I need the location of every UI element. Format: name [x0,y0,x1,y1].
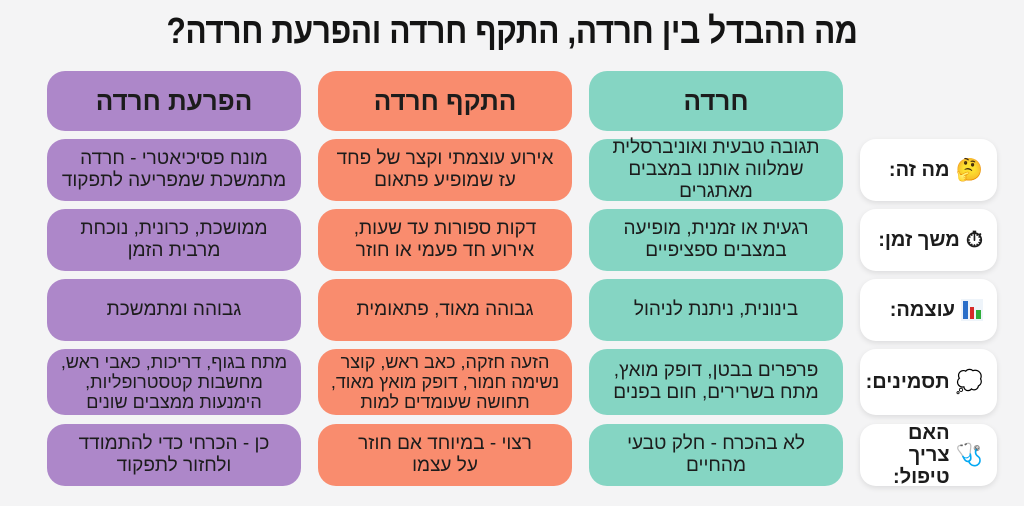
cell-text: פרפרים בבטן, דופק מואץ, מתח בשרירים, חום… [613,360,819,403]
anxiety-intensity: בינונית, ניתנת לניהול [589,279,843,341]
cell-text: גבוהה מאוד, פתאומית [356,299,534,320]
row-label-text: תסמינים: [865,371,950,393]
header-anxiety: חרדה [589,71,843,131]
cell-text: מתח בגוף, דריכות, כאבי ראש, מחשבות קטסטר… [60,352,288,412]
page-title: מה ההבדל בין חרדה, התקף חרדה והפרעת חרדה… [166,10,858,51]
cell-text: גבוהה ומתמשכת [106,299,242,320]
panic-attack-intensity: גבוהה מאוד, פתאומית [318,279,572,341]
row-label-intensity: עוצמה: [860,279,997,341]
panic-attack-what-is-it: אירוע עוצמתי וקצר של פחד עז שמופיע פתאום [318,139,572,201]
anxiety-what-is-it: תגובה טבעית ואוניברסלית שמלווה אותנו במצ… [589,137,843,202]
cell-text: הזעה חזקה, כאב ראש, קוצר נשימה חמור, דופ… [330,352,560,412]
panic-attack-treatment: רצוי - במיוחד אם חוזר על עצמו [318,424,572,486]
row-label-symptoms: 💭 תסמינים: [860,349,997,415]
anxiety-disorder-treatment: כן - הכרחי כדי להתמודד ולחזור לתפקוד [47,424,301,486]
cell-text: ממושכת, כרונית, נוכחת מרבית הזמן [80,218,268,261]
bar-chart-icon [961,299,983,321]
anxiety-treatment: לא בהכרח - חלק טבעי מהחיים [589,424,843,486]
thought-bubble-icon: 💭 [955,369,983,394]
header-anxiety-disorder-label: הפרעת חרדה [95,86,253,116]
anxiety-symptoms: פרפרים בבטן, דופק מואץ, מתח בשרירים, חום… [589,349,843,415]
cell-text: תגובה טבעית ואוניברסלית שמלווה אותנו במצ… [612,137,820,202]
cell-text: מונח פסיכיאטרי - חרדה מתמשכת שמפריעה לתפ… [61,148,287,191]
anxiety-duration: רגעית או זמנית, מופיעה במצבים ספציפיים [589,209,843,271]
header-anxiety-disorder: הפרעת חרדה [47,71,301,131]
thinking-face-icon: 🤔 [955,157,983,182]
row-label-treatment: 🩺 האם צריך טיפול: [860,422,997,488]
cell-text: לא בהכרח - חלק טבעי מהחיים [627,433,805,476]
cell-text: בינונית, ניתנת לניהול [633,299,799,320]
header-panic-attack-label: התקף חרדה [373,86,517,116]
row-label-text: משך זמן: [878,229,960,251]
cell-text: דקות ספורות עד שעות, אירוע חד פעמי או חו… [353,218,537,261]
stopwatch-icon: ⏱ [965,227,983,252]
cell-text: אירוע עוצמתי וקצר של פחד עז שמופיע פתאום [336,148,554,191]
row-label-text: מה זה: [888,159,950,181]
cell-text: רגעית או זמנית, מופיעה במצבים ספציפיים [623,218,809,261]
row-label-text: האם צריך טיפול: [893,422,950,488]
panic-attack-duration: דקות ספורות עד שעות, אירוע חד פעמי או חו… [318,209,572,271]
stethoscope-icon: 🩺 [955,442,983,467]
row-label-what-is-it: 🤔 מה זה: [860,139,997,201]
anxiety-disorder-duration: ממושכת, כרונית, נוכחת מרבית הזמן [47,209,301,271]
row-label-duration: ⏱ משך זמן: [860,209,997,271]
cell-text: רצוי - במיוחד אם חוזר על עצמו [358,433,532,476]
anxiety-disorder-what-is-it: מונח פסיכיאטרי - חרדה מתמשכת שמפריעה לתפ… [47,139,301,201]
anxiety-disorder-symptoms: מתח בגוף, דריכות, כאבי ראש, מחשבות קטסטר… [47,349,301,415]
anxiety-disorder-intensity: גבוהה ומתמשכת [47,279,301,341]
header-anxiety-label: חרדה [683,86,749,116]
row-label-text: עוצמה: [889,299,955,321]
panic-attack-symptoms: הזעה חזקה, כאב ראש, קוצר נשימה חמור, דופ… [318,349,572,415]
header-panic-attack: התקף חרדה [318,71,572,131]
cell-text: כן - הכרחי כדי להתמודד ולחזור לתפקוד [78,433,270,476]
